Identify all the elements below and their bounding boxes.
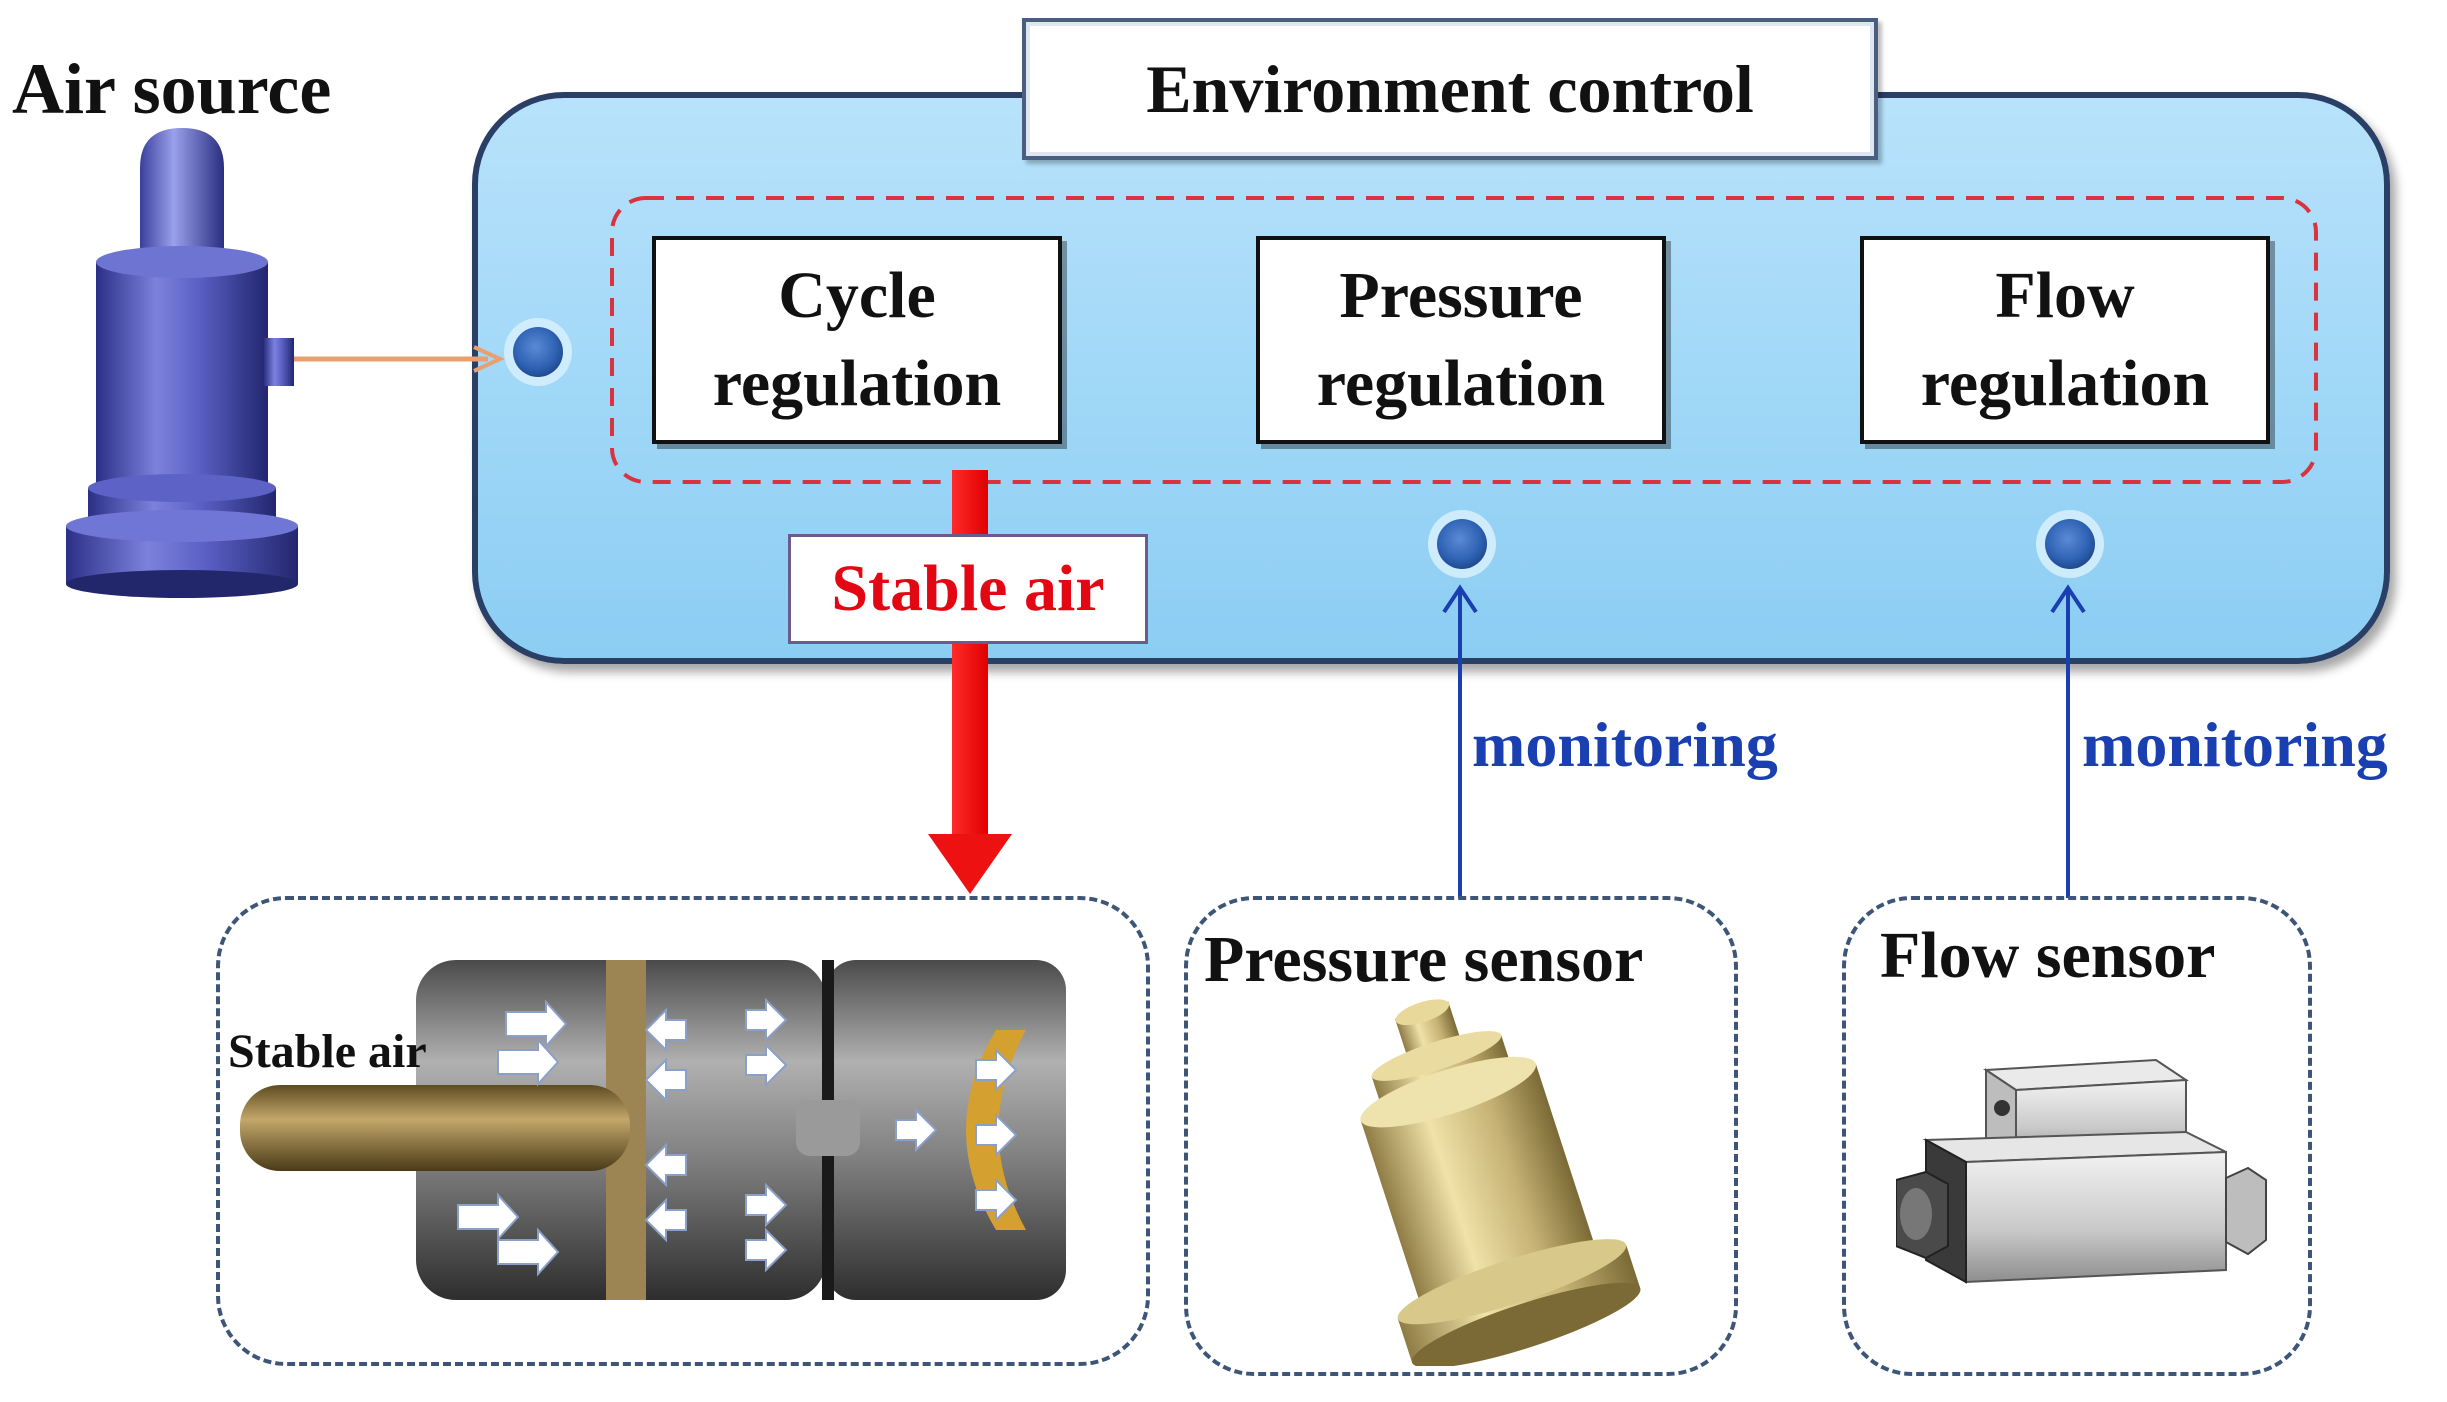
cylinder-cutaway-icon — [240, 960, 1066, 1300]
air-source-label: Air source — [12, 49, 332, 129]
air-feed-arrow — [290, 345, 505, 373]
regulation-group-outline — [610, 196, 2318, 484]
pressure-sensor-icon — [1360, 999, 1641, 1366]
flow-sensor-label: Flow sensor — [1880, 919, 2216, 992]
air-source-bottle-icon — [66, 128, 298, 598]
stable-air-label: Stable air — [788, 534, 1148, 644]
pressure-sensor-label: Pressure sensor — [1204, 923, 1644, 996]
pressure-regulation-line1: Pressure — [1339, 259, 1583, 332]
pressure-monitoring-label: monitoring — [1472, 709, 1778, 780]
flow-monitor-arrow — [2050, 584, 2086, 898]
pressure-sensor-frame — [1184, 896, 1738, 1376]
pressure-monitor-arrow — [1442, 584, 1478, 898]
cycle-regulation-line1: Cycle — [778, 259, 936, 332]
pressure-regulation-box: Pressure regulation — [1256, 236, 1666, 444]
flow-monitoring-label: monitoring — [2082, 709, 2388, 780]
flow-regulation-line1: Flow — [1995, 259, 2135, 332]
flow-regulation-line2: regulation — [1920, 347, 2210, 420]
environment-control-title: Environment control — [1022, 18, 1878, 160]
cycle-regulation-box: Cycle regulation — [652, 236, 1062, 444]
flow-sensor-frame — [1842, 896, 2312, 1376]
flow-port — [2045, 519, 2095, 569]
flow-sensor-icon — [1896, 1058, 2267, 1284]
flow-regulation-box: Flow regulation — [1860, 236, 2270, 444]
cylinder-stable-air-label: Stable air — [228, 1025, 427, 1078]
cycle-regulation-line2: regulation — [712, 347, 1002, 420]
inlet-port — [513, 327, 563, 377]
pressure-regulation-line2: regulation — [1316, 347, 1606, 420]
stable-air-arrow — [928, 470, 1012, 894]
cylinder-frame — [216, 896, 1150, 1366]
pressure-port — [1437, 519, 1487, 569]
